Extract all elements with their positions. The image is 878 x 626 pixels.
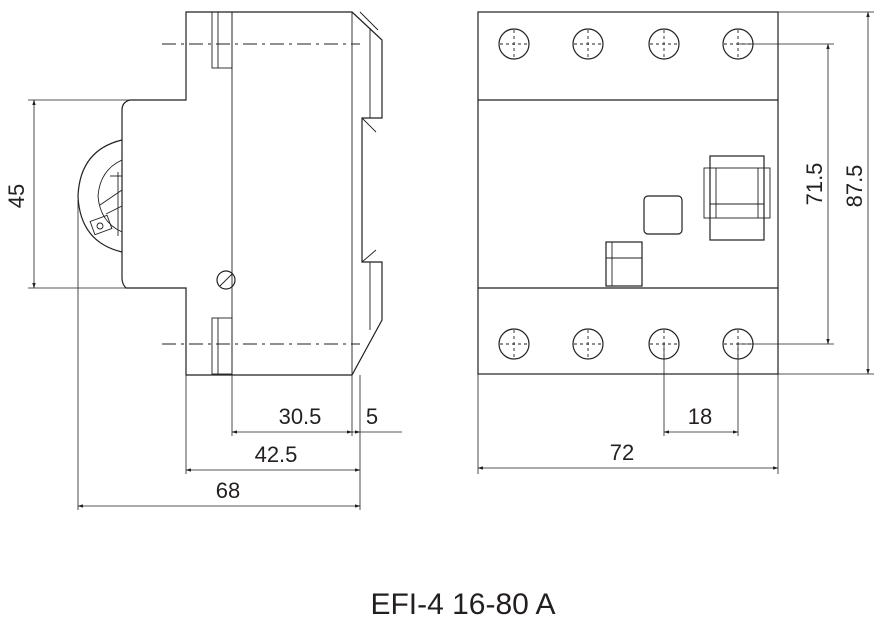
side-view xyxy=(77,11,383,376)
top-terminals xyxy=(498,28,754,60)
bottom-terminals xyxy=(498,328,754,360)
diagram-title: EFI-4 16-80 A xyxy=(370,588,555,621)
dim-68: 68 xyxy=(216,478,240,503)
front-body-outline xyxy=(477,11,779,375)
front-view xyxy=(477,11,779,375)
indicator-window xyxy=(605,241,643,287)
test-button xyxy=(643,195,683,235)
dim-42-5: 42.5 xyxy=(255,442,298,467)
dim-5: 5 xyxy=(366,404,378,429)
side-body-outline xyxy=(121,11,383,376)
dim-72: 72 xyxy=(610,440,634,465)
dim-71-5: 71.5 xyxy=(802,163,827,206)
side-dimensions: 45 30.5 5 42.5 68 xyxy=(4,99,402,510)
toggle-switch xyxy=(703,155,771,241)
lever-arc xyxy=(77,139,123,253)
dim-30-5: 30.5 xyxy=(279,404,322,429)
dim-45: 45 xyxy=(4,184,29,208)
front-dimensions: 18 72 71.5 87.5 xyxy=(477,11,874,474)
dim-87-5: 87.5 xyxy=(842,165,867,208)
screw-symbol xyxy=(216,270,236,290)
dim-18: 18 xyxy=(688,404,712,429)
